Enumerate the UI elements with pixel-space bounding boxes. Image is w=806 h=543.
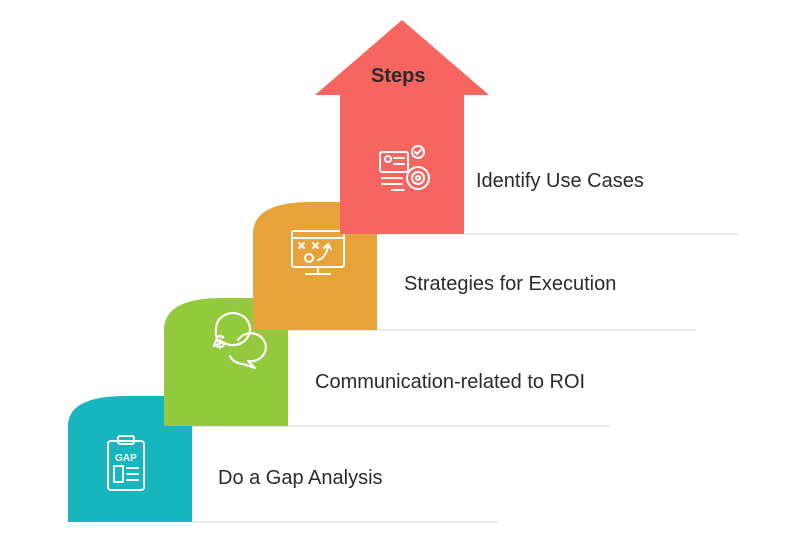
step-2-block: $: [164, 298, 696, 426]
step-3-block: [253, 202, 739, 330]
use-case-target-icon: [379, 145, 430, 191]
step-1-block: GAP: [68, 396, 610, 523]
step-2-label: Communication-related to ROI: [315, 371, 586, 393]
step-4-label: Identify Use Cases: [476, 170, 644, 192]
dollar-chat-bubbles-icon: $: [212, 311, 267, 370]
svg-text:GAP: GAP: [115, 453, 137, 464]
step-4-block: [315, 20, 739, 235]
step-1-label: Do a Gap Analysis: [218, 467, 383, 489]
gap-analysis-clipboard-icon: GAP: [107, 435, 145, 491]
diagram-title: Steps: [371, 65, 426, 87]
step-3-label: Strategies for Execution: [404, 273, 617, 295]
strategy-monitor-icon: [291, 230, 345, 275]
svg-text:$: $: [215, 332, 225, 352]
step-1-panel: [68, 396, 200, 522]
step-4-arrow: [315, 20, 489, 234]
